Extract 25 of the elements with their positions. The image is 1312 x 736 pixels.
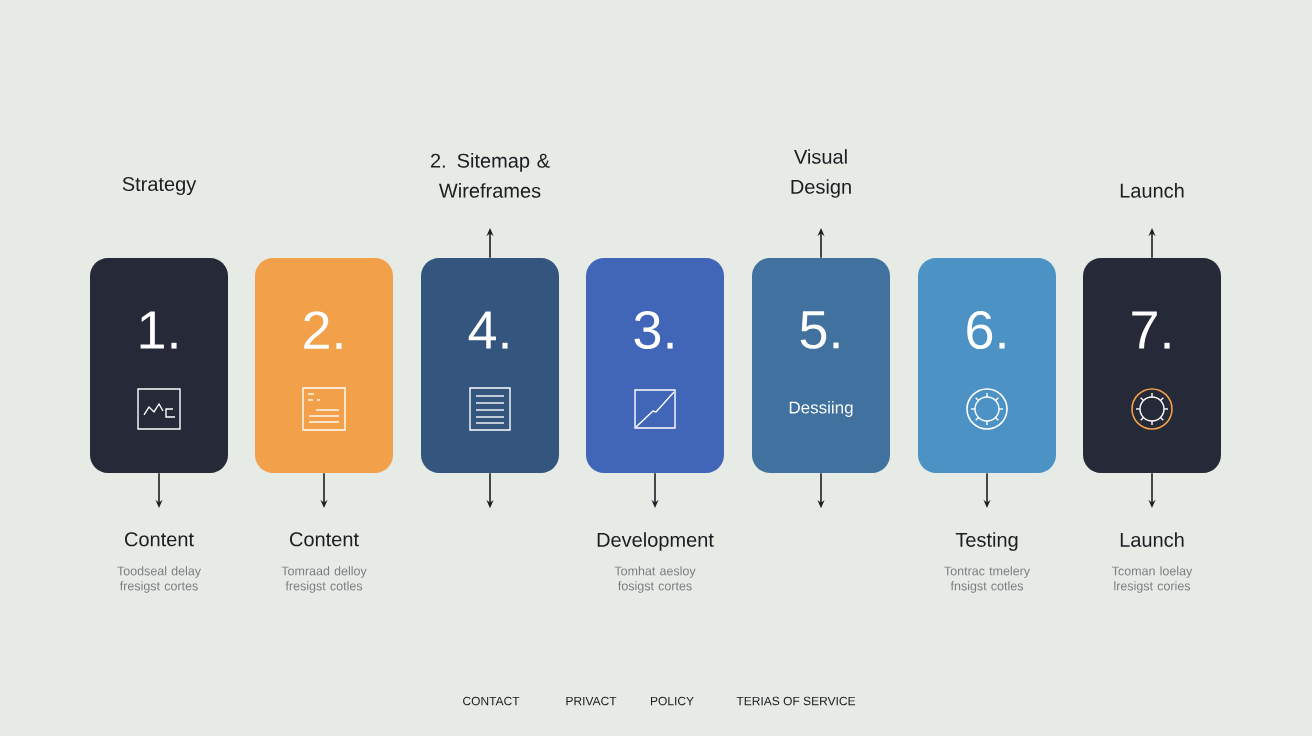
footer-link: POLICY [651,696,694,706]
step-title: Launch [1120,183,1184,198]
step-card: 1. [90,258,228,473]
step-label: Content [290,532,359,547]
step-card: 3. [586,258,724,473]
description-text: Tcoman loelay lresigst cories [1112,566,1193,593]
step-label: Testing [955,532,1018,551]
footer-link: TERIAS OF SERVICE [736,696,856,706]
description-text: Tomhat aesloy fosigst cortes [614,566,696,593]
footer-link: CONTACT [463,696,520,706]
step-label: Development [597,532,714,551]
description-text: Tomraad delloy fresigst cotles [281,566,367,593]
description-text: Tontrac tmelery fnsigst cotles [944,566,1031,593]
step-title: 2. Sitemap & Wireframes [431,153,550,198]
step-card: 4. [421,258,559,473]
step-card: 7. [1083,258,1221,473]
step-card: 6. [918,258,1056,473]
step-title: Strategy [122,176,197,196]
footer-link: PRIVACT [566,696,617,706]
description-text: Toodseal delay fresigst cortes [117,566,201,593]
step-title: Visual Design [791,149,851,198]
step-card: 5. Dessiing [752,258,890,473]
step-label: Launch [1120,532,1184,547]
step-label: Content [125,532,194,547]
step-card: 2. [255,258,393,473]
